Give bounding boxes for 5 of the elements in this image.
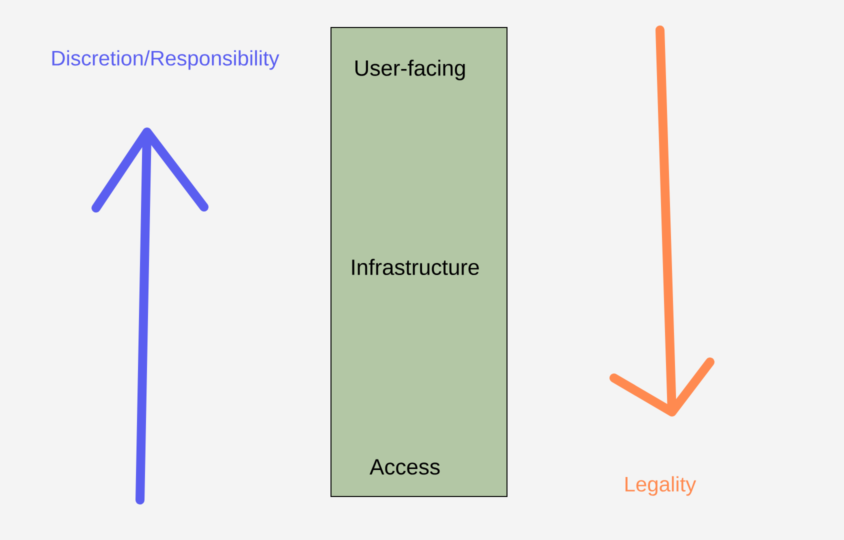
layer-label: Infrastructure [352,258,479,276]
layer-label: User-facing [355,60,465,80]
axis-label: Discretion/Responsibility [52,50,280,70]
layer-label: Access [370,459,440,475]
axis-label: Legality [626,476,696,496]
